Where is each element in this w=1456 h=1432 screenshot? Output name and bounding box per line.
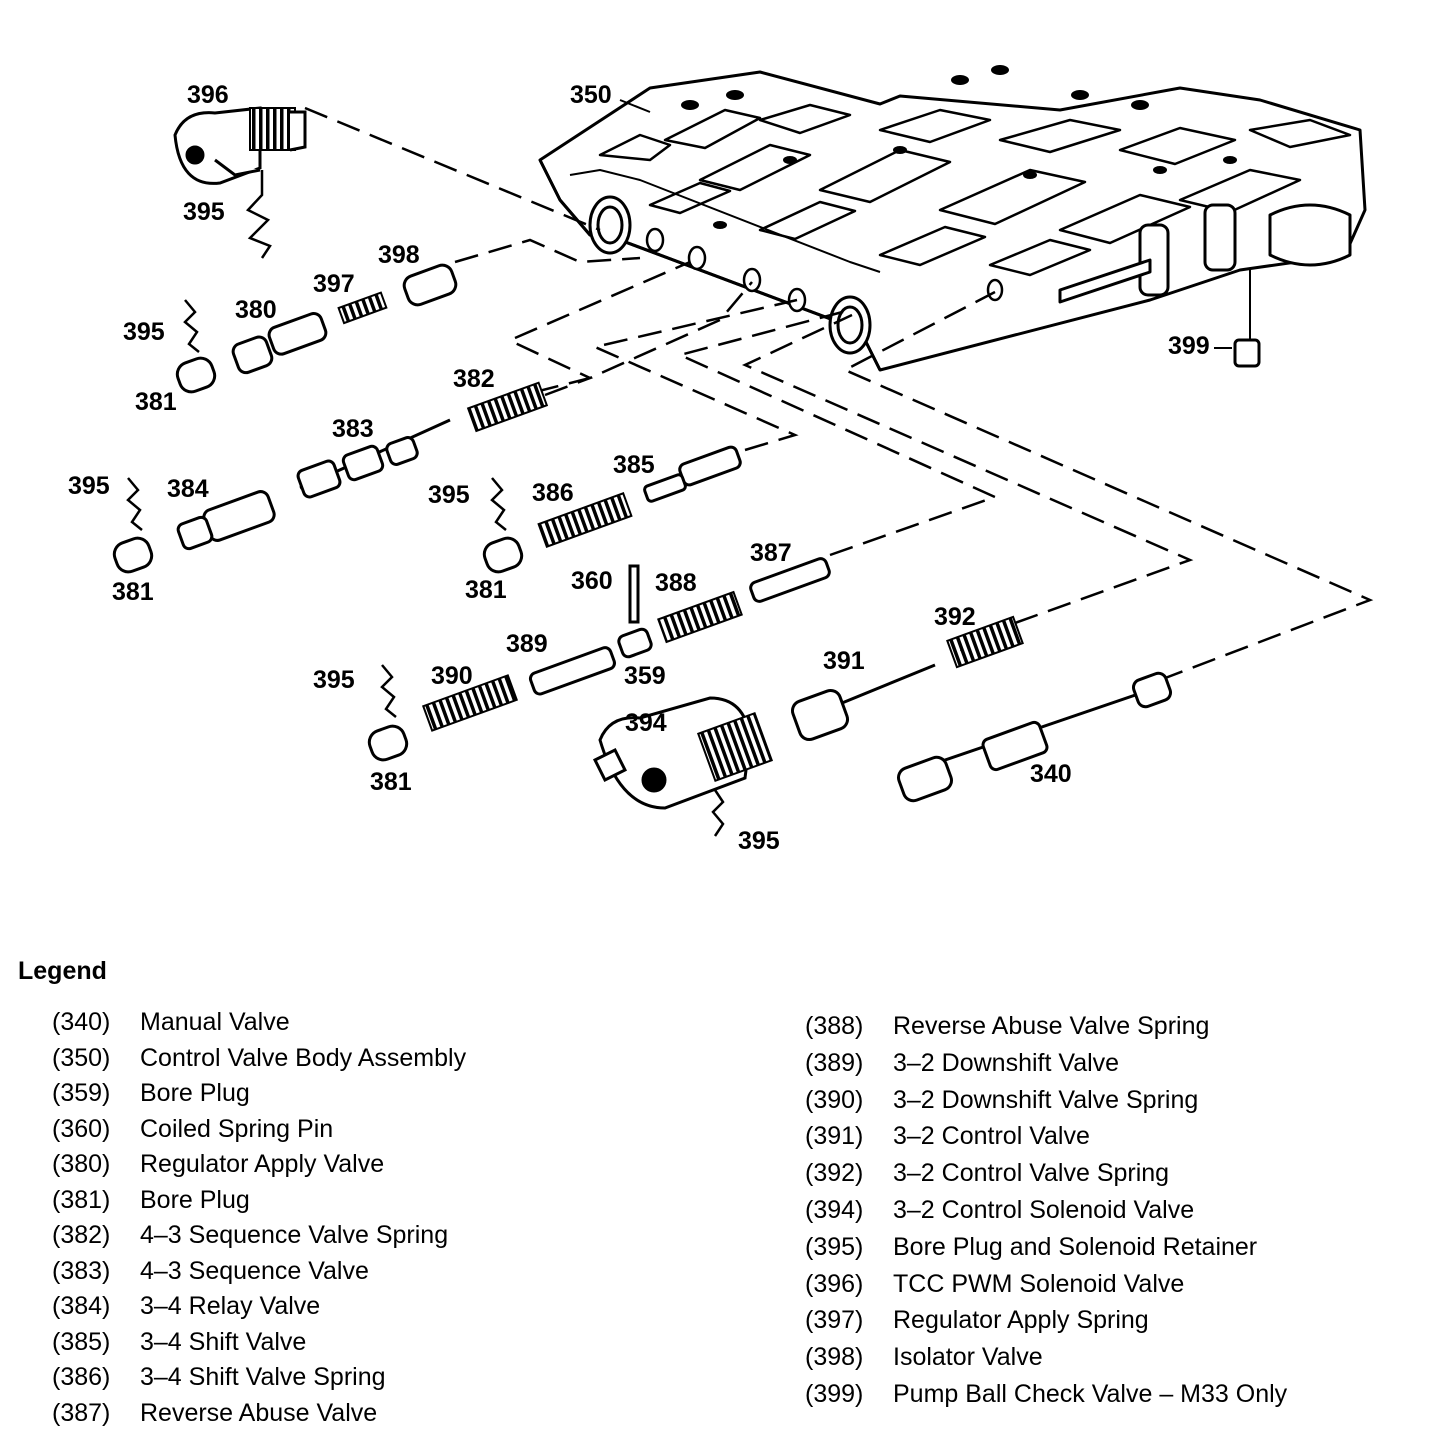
exploded-view-diagram [112,65,1374,837]
legend-item-number: (386) [52,1363,111,1391]
legend-item-number: (381) [52,1185,111,1214]
legend-item-number: (397) [805,1306,864,1335]
retainer-clip-icon [490,477,507,531]
legend-item-number: (398) [805,1343,864,1372]
callout-350: 350 [570,81,612,109]
callout-399: 399 [1168,332,1210,360]
callout-384: 384 [167,475,209,503]
leader-lines [261,99,651,195]
legend-item-number: (340) [52,1008,111,1036]
legend-item-label: Bore Plug [140,1185,250,1214]
legend-item-number: (383) [52,1256,111,1285]
callout-382: 382 [453,365,495,393]
legend-item-label: Control Valve Body Assembly [140,1043,467,1072]
legend-item-label: Reverse Abuse Valve Spring [893,1012,1210,1040]
shift-valve-group [482,445,742,574]
regulator-apply-group [175,263,458,394]
callout-387: 387 [750,539,792,567]
callout-394: 394 [625,709,667,737]
callout-396: 396 [187,81,229,109]
callout-391: 391 [823,647,865,675]
callout-380: 380 [235,296,277,324]
callout-340: 340 [1030,760,1072,788]
callout-395: 395 [123,318,165,346]
callout-395: 395 [183,198,225,226]
legend-item-number: (392) [805,1159,864,1188]
callout-395: 395 [68,472,110,500]
callout-395: 395 [428,481,470,509]
legend-item-number: (394) [805,1196,864,1224]
retainer-clip-icon [126,477,143,531]
assembly-lines [304,106,1374,682]
legend-item-number: (350) [52,1043,111,1072]
legend-item-number: (359) [52,1079,111,1107]
legend-item-label: 3–4 Relay Valve [140,1292,321,1320]
retainer-clip-icon [183,299,200,353]
legend-item-label: Reverse Abuse Valve [140,1398,378,1427]
callout-392: 392 [934,603,976,631]
callout-383: 383 [332,415,374,443]
legend-item-label: Regulator Apply Valve [140,1150,385,1178]
legend-item-number: (388) [805,1012,864,1040]
legend-item-label: 3–2 Control Valve Spring [893,1159,1170,1188]
pump-ball-check-valve [1214,268,1261,368]
legend-item-label: Coiled Spring Pin [140,1114,334,1143]
legend-item-number: (385) [52,1327,111,1356]
downshift-group [367,557,831,762]
callout-386: 386 [532,479,574,507]
legend-item-number: (389) [805,1048,864,1077]
legend-item-number: (360) [52,1114,111,1143]
legend-item-number: (391) [805,1122,864,1151]
legend-item-label: 3–2 Downshift Valve Spring [893,1085,1199,1114]
callout-381: 381 [465,576,507,604]
legend-item-label: Bore Plug [140,1079,250,1107]
tcc-pwm-solenoid-valve [173,106,307,185]
callout-359: 359 [624,662,666,690]
control-solenoid-group [592,615,1173,810]
legend-item-label: TCC PWM Solenoid Valve [893,1269,1185,1298]
legend-item-label: 3–2 Control Solenoid Valve [893,1196,1195,1224]
callout-398: 398 [378,241,420,269]
legend-item-label: 4–3 Sequence Valve [140,1256,369,1285]
callout-397: 397 [313,270,355,298]
legend-item-label: Pump Ball Check Valve – M33 Only [893,1380,1288,1408]
callout-381: 381 [370,768,412,796]
callout-390: 390 [431,662,473,690]
retainer-clip-icon [245,170,272,259]
legend-item-label: 3–4 Shift Valve Spring [140,1363,386,1391]
legend-item-label: 3–4 Shift Valve [140,1327,307,1356]
sequence-relay-group [112,381,549,574]
legend-title: Legend [18,957,107,985]
legend-item-number: (382) [52,1221,111,1249]
legend-item-number: (384) [52,1292,111,1320]
legend-item-label: Regulator Apply Spring [893,1306,1149,1335]
callout-381: 381 [112,578,154,606]
legend-item-number: (387) [52,1398,111,1427]
control-valve-body [538,65,1367,372]
legend-item-number: (396) [805,1269,864,1298]
legend-item-label: 4–3 Sequence Valve Spring [140,1221,449,1249]
legend-item-label: Manual Valve [140,1008,290,1036]
legend-item-label: Bore Plug and Solenoid Retainer [893,1232,1258,1261]
legend-item-number: (380) [52,1150,111,1178]
callout-395: 395 [738,827,780,855]
retainer-clip-icon [380,664,397,718]
callout-360: 360 [571,567,613,595]
legend-item-label: 3–2 Downshift Valve [893,1048,1120,1077]
callout-381: 381 [135,388,177,416]
legend-item-number: (395) [805,1232,864,1261]
callout-388: 388 [655,569,697,597]
legend-item-label: Isolator Valve [893,1343,1043,1372]
legend-item-number: (390) [805,1085,864,1114]
retainer-clip-icon [711,789,725,837]
callout-389: 389 [506,630,548,658]
callout-395: 395 [313,666,355,694]
legend-item-label: 3–2 Control Valve [893,1122,1090,1151]
legend-item-number: (399) [805,1380,864,1408]
callout-385: 385 [613,451,655,479]
